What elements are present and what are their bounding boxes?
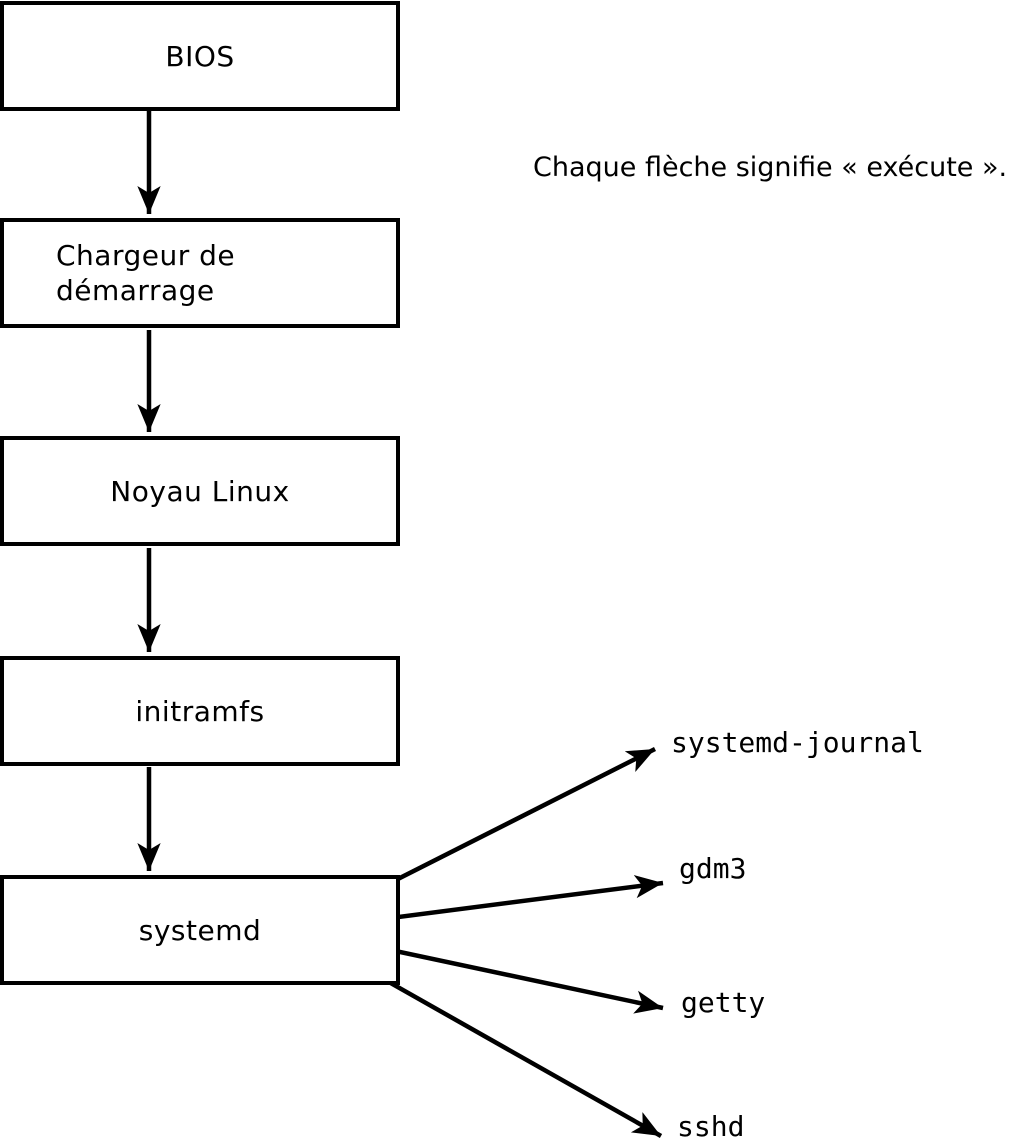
branch-label-gdm3: gdm3 bbox=[679, 852, 747, 885]
branch-label-sshd: sshd bbox=[677, 1110, 745, 1143]
node-linux-kernel: Noyau Linux bbox=[0, 436, 400, 546]
branch-label-systemd-journal: systemd-journal bbox=[671, 726, 924, 759]
node-initramfs: initramfs bbox=[0, 656, 400, 766]
node-systemd: systemd bbox=[0, 875, 400, 985]
node-linux-kernel-label: Noyau Linux bbox=[110, 474, 290, 508]
arrow-meaning-annotation: Chaque flèche signifie « exécute ». bbox=[533, 152, 1008, 183]
node-boot-loader-label: Chargeur de démarrage bbox=[56, 239, 236, 307]
branch-label-getty: getty bbox=[681, 986, 766, 1019]
node-systemd-label: systemd bbox=[138, 913, 262, 947]
node-initramfs-label: initramfs bbox=[135, 694, 265, 728]
node-boot-loader: Chargeur de démarrage bbox=[0, 218, 400, 328]
node-bios-label: BIOS bbox=[165, 39, 235, 73]
node-bios: BIOS bbox=[0, 1, 400, 111]
